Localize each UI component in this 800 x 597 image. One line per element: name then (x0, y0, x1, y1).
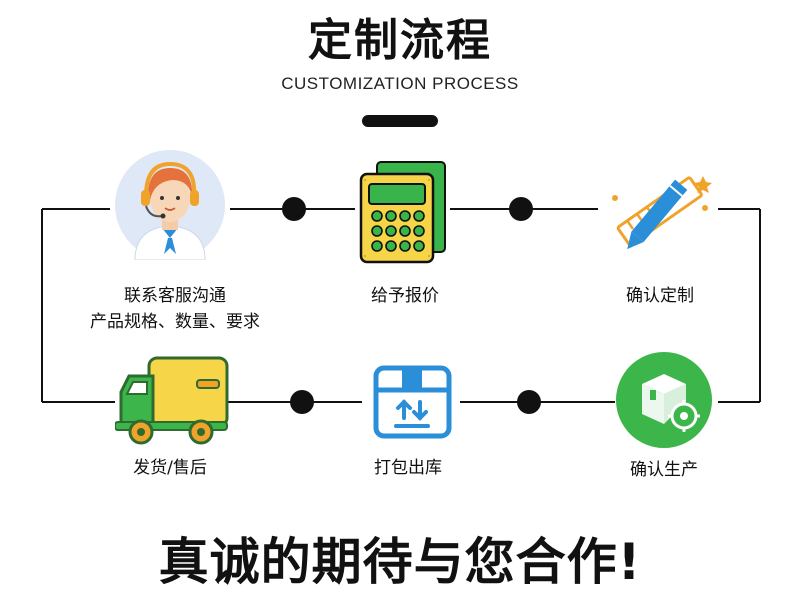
page-subtitle: CUSTOMIZATION PROCESS (281, 74, 519, 93)
step-5-label: 打包出库 (374, 458, 442, 478)
calculator-icon (359, 161, 446, 264)
flow-dot (509, 197, 533, 221)
page-title: 定制流程 (308, 15, 492, 66)
step-2-label: 给予报价 (371, 286, 439, 306)
flow-dot (290, 390, 314, 414)
step-6-label: 发货/售后 (133, 458, 207, 478)
title-underline-bar (362, 115, 438, 127)
pencil-ruler-icon (612, 176, 712, 250)
footer-slogan: 真诚的期待与您合作! (158, 533, 642, 591)
step-1-label-line2: 产品规格、数量、要求 (90, 312, 260, 332)
package-box-icon (373, 365, 452, 439)
delivery-truck-icon (115, 356, 229, 445)
step-4-label: 确认生产 (630, 460, 698, 480)
step-1-label: 联系客服沟通 产品规格、数量、要求 (60, 283, 290, 335)
step-3-label: 确认定制 (626, 286, 694, 306)
flow-dot (517, 390, 541, 414)
step-1-label-line1: 联系客服沟通 (124, 286, 226, 306)
flow-dot (282, 197, 306, 221)
production-box-gear-icon (616, 352, 712, 448)
customer-service-icon (115, 150, 225, 260)
